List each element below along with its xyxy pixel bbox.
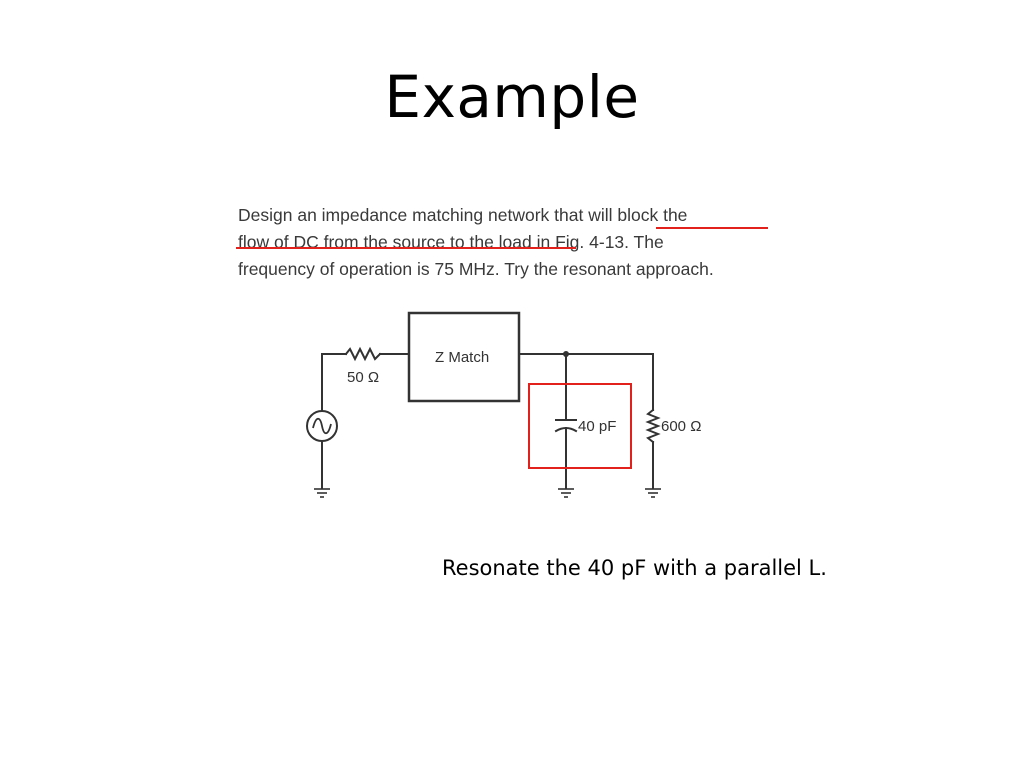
ground-icon: [314, 488, 330, 498]
ground-icon: [558, 488, 574, 498]
resistor-50-label: 50 Ω: [347, 369, 379, 386]
problem-line-3: frequency of operation is 75 MHz. Try th…: [238, 259, 714, 279]
resistor-600-symbol: [645, 408, 661, 444]
zmatch-box: [407, 311, 521, 403]
ac-source-icon: [306, 410, 338, 442]
problem-line-1: Design an impedance matching network tha…: [238, 205, 688, 225]
highlight-underline-2: [236, 247, 576, 249]
slide-title: Example: [384, 63, 640, 131]
highlight-box: [528, 383, 632, 469]
caption-text: Resonate the 40 pF with a parallel L.: [442, 556, 827, 580]
ground-icon: [645, 488, 661, 498]
resistor-50-symbol: [344, 346, 382, 362]
highlight-underline-1: [656, 227, 768, 229]
node-dot: [563, 351, 569, 357]
zmatch-label: Z Match: [435, 349, 489, 366]
capacitor-label: 40 pF: [578, 418, 616, 435]
load-resistor-label: 600 Ω: [661, 418, 701, 435]
